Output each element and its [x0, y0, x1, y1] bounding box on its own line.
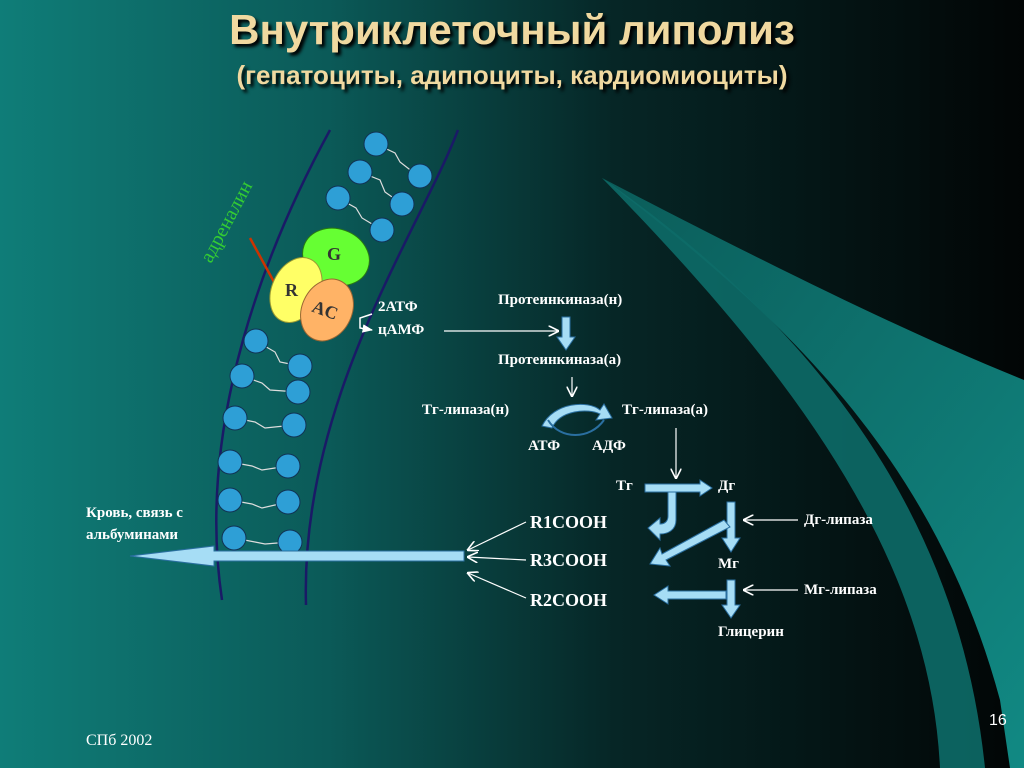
hormone-pointer	[248, 237, 276, 283]
ac-shape	[300, 278, 354, 342]
dg-to-mg-arrow	[721, 501, 741, 553]
tg-lipase-inactive-label: Тг-липаза(н)	[422, 402, 510, 418]
lipid-head	[275, 489, 301, 515]
lipid-head	[363, 131, 389, 157]
mg-to-glycerol-arrow	[721, 579, 741, 619]
receptor-label: R	[285, 280, 298, 300]
dg-lipase-label: Дг-липаза	[804, 512, 873, 528]
blood-label-line2: альбуминами	[86, 527, 179, 543]
blood-label-line1: Кровь, связь с	[86, 505, 183, 521]
lipid-head	[229, 363, 255, 389]
lipid-head	[277, 529, 303, 555]
decorative-swoosh	[602, 178, 1024, 768]
lipid-head	[389, 191, 415, 217]
pk-activation-arrow	[556, 316, 576, 351]
export-to-blood-arrow	[129, 545, 465, 567]
camp-label: цАМФ	[378, 322, 425, 338]
lipid-head	[217, 449, 243, 475]
atp-adp-curve	[547, 419, 605, 436]
lipid-head	[221, 525, 247, 551]
mg-lipase-label: Мг-липаза	[804, 582, 877, 598]
tg-label: Тг	[616, 478, 633, 494]
tg-to-dg-arrow	[644, 479, 713, 497]
lipid-head	[407, 163, 433, 189]
r3-to-collector	[468, 557, 527, 560]
lipid-head	[285, 379, 311, 405]
slide-title: Внутриклеточный липолиз	[229, 6, 795, 53]
lipid-head	[325, 185, 351, 211]
pk-inactive-label: Протеинкиназа(н)	[498, 292, 623, 308]
fatty-acid-r2: R2COOH	[530, 590, 608, 610]
lipid-head	[281, 412, 307, 438]
lipid-head	[347, 159, 373, 185]
tg-lipase-active-label: Тг-липаза(а)	[622, 402, 709, 418]
glycerol-label: Глицерин	[718, 624, 784, 640]
tg-to-r1-arrow	[647, 491, 677, 542]
lipid-head	[275, 453, 301, 479]
mg-label: Мг	[718, 556, 739, 572]
r1-to-collector	[468, 521, 527, 550]
footer-text: СПб 2002	[86, 732, 153, 749]
phospholipid-heads	[217, 131, 433, 555]
lipid-head	[287, 353, 313, 379]
pk-active-label: Протеинкиназа(а)	[498, 352, 622, 368]
membrane-outer-line	[215, 129, 332, 601]
dg-to-r3-arrow	[649, 519, 731, 567]
g-protein-label: G	[327, 244, 342, 264]
atp-label: 2АТФ	[378, 299, 418, 315]
lipid-head	[222, 405, 248, 431]
slide-subtitle: (гепатоциты, адипоциты, кардиомиоциты)	[236, 60, 788, 90]
dg-label: Дг	[718, 478, 736, 494]
adp-cofactor-label: АДФ	[592, 438, 626, 454]
atp-to-camp-arrow	[359, 313, 374, 333]
r2-to-collector	[468, 573, 527, 599]
mg-to-r2-arrow	[653, 585, 727, 605]
lipase-activation-arrow	[541, 403, 613, 429]
page-number: 16	[989, 712, 1007, 729]
atp-cofactor-label: АТФ	[528, 438, 561, 454]
fatty-acid-r3: R3COOH	[530, 550, 608, 570]
fatty-acid-r1: R1COOH	[530, 512, 608, 532]
lipid-head	[243, 328, 269, 354]
lipid-head	[217, 487, 243, 513]
lipid-head	[369, 217, 395, 243]
